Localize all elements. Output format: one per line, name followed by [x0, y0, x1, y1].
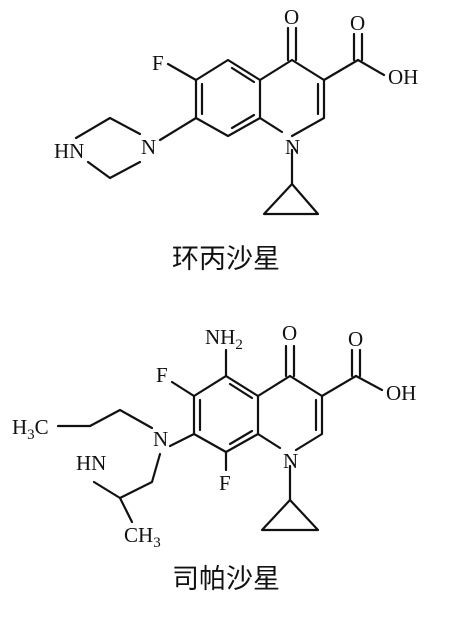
- piperazine-nh-label: HN: [54, 139, 84, 163]
- sparfloxacin-structure: NH2 O O OH F F N N HN H3C CH3 司帕沙星: [12, 321, 416, 595]
- piperazine-nh-label: HN: [76, 451, 106, 475]
- fluorine-bottom-label: F: [219, 471, 231, 495]
- compound-name-sparfloxacin: 司帕沙星: [172, 564, 280, 595]
- piperazine-nitrogen-label: N: [153, 427, 168, 451]
- fluorine-label: F: [152, 51, 164, 75]
- ciprofloxacin-structure: F O O OH N N HN 环丙沙星: [54, 5, 418, 275]
- acid-oxygen-label: O: [350, 11, 365, 35]
- acid-oxygen-label: O: [348, 327, 363, 351]
- fluorine-top-label: F: [156, 363, 168, 387]
- hydroxyl-label: OH: [388, 65, 418, 89]
- quinolone-nitrogen-label: N: [285, 135, 300, 159]
- methyl-left-label: H3C: [12, 415, 49, 443]
- hydroxyl-label: OH: [386, 381, 416, 405]
- piperazine-nitrogen-label: N: [141, 135, 156, 159]
- methyl-bottom-label: CH3: [124, 523, 161, 551]
- compound-name-ciprofloxacin: 环丙沙星: [172, 244, 280, 275]
- amine-label: NH2: [205, 325, 243, 353]
- quinolone-nitrogen-label: N: [283, 449, 298, 473]
- ketone-oxygen-label: O: [284, 5, 299, 29]
- ketone-oxygen-label: O: [282, 321, 297, 345]
